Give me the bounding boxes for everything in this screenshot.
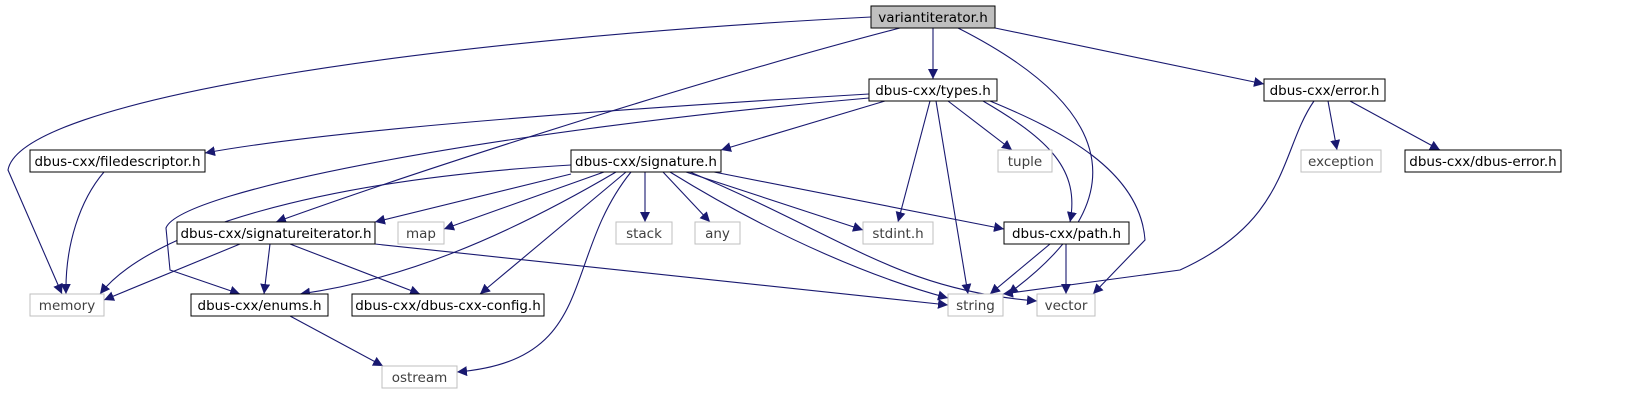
- edge-root-to-error: [994, 27, 1265, 87]
- node-label: dbus-cxx/enums.h: [198, 298, 322, 314]
- edges: [7, 16, 1441, 377]
- nodes: variantiterator.h dbus-cxx/types.h dbus-cx…: [29, 5, 1562, 389]
- node-label: tuple: [1008, 154, 1042, 170]
- node-label: string: [956, 298, 995, 314]
- edge-signature-to-map: [443, 171, 605, 231]
- node-enums[interactable]: dbus-cxx/enums.h: [190, 293, 329, 317]
- edge-signature-to-config: [479, 171, 627, 295]
- node-map: map: [397, 221, 445, 245]
- edge-signature-to-enums: [299, 171, 617, 298]
- edge-types-to-signature: [720, 100, 886, 152]
- node-box: [190, 293, 329, 317]
- node-config[interactable]: dbus-cxx/dbus-cxx-config.h: [351, 293, 545, 317]
- node-box: [29, 293, 105, 317]
- node-path[interactable]: dbus-cxx/path.h: [1003, 221, 1130, 245]
- edge-filedesc-to-memory: [60, 171, 105, 295]
- node-box: [381, 365, 458, 389]
- node-box: [397, 221, 445, 245]
- node-dbuserror[interactable]: dbus-cxx/dbus-error.h: [1404, 149, 1562, 173]
- edge-types-to-vector: [989, 100, 1146, 295]
- node-label: exception: [1308, 154, 1374, 170]
- node-box: [29, 149, 206, 173]
- edge-types-to-stdint: [895, 100, 931, 223]
- node-box: [570, 149, 722, 173]
- node-types[interactable]: dbus-cxx/types.h: [868, 78, 998, 102]
- node-box: [615, 221, 673, 245]
- node-label: ostream: [392, 370, 448, 386]
- node-box: [1036, 293, 1096, 317]
- node-box: [997, 149, 1053, 173]
- node-box: [947, 293, 1004, 317]
- edge-sigiter-to-config: [289, 243, 421, 296]
- node-box: [1404, 149, 1562, 173]
- node-box: [1300, 149, 1382, 173]
- edge-root-to-sigiter: [275, 27, 901, 224]
- node-tuple: tuple: [997, 149, 1053, 173]
- node-label: vector: [1045, 298, 1088, 314]
- edge-signature-to-sigiter: [374, 173, 572, 225]
- node-label: dbus-cxx/path.h: [1012, 226, 1121, 242]
- edge-error-to-dbuserror: [1349, 100, 1441, 151]
- node-stdint: stdint.h: [862, 221, 934, 245]
- edge-root-to-memory: [7, 16, 872, 295]
- node-box: [351, 293, 545, 317]
- node-signature[interactable]: dbus-cxx/signature.h: [570, 149, 722, 173]
- node-label: variantiterator.h: [878, 10, 988, 26]
- node-label: dbus-cxx/dbus-error.h: [1409, 154, 1556, 170]
- edge-signature-to-stdint: [685, 171, 864, 232]
- node-label: dbus-cxx/types.h: [875, 83, 991, 99]
- node-box: [868, 78, 998, 102]
- edge-error-to-exception: [1327, 100, 1341, 151]
- node-stack: stack: [615, 221, 673, 245]
- edge-enums-to-ostream: [289, 315, 384, 367]
- node-label: any: [705, 226, 730, 242]
- edge-signature-to-ostream: [456, 171, 632, 377]
- node-box: [694, 221, 741, 245]
- edge-signature-to-any: [662, 171, 711, 223]
- node-box: [862, 221, 934, 245]
- node-root[interactable]: variantiterator.h: [870, 5, 996, 29]
- edge-signature-to-path: [713, 171, 1005, 232]
- node-box: [1263, 78, 1386, 102]
- node-label: dbus-cxx/filedescriptor.h: [34, 154, 200, 170]
- node-label: memory: [39, 298, 95, 314]
- node-label: map: [406, 226, 436, 242]
- edge-sigiter-to-memory: [103, 243, 241, 301]
- node-string: string: [947, 293, 1004, 317]
- node-exception: exception: [1300, 149, 1382, 173]
- node-label: stdint.h: [872, 226, 923, 242]
- node-memory: memory: [29, 293, 105, 317]
- node-label: dbus-cxx/signature.h: [575, 154, 717, 170]
- edge-sigiter-to-enums: [260, 243, 271, 295]
- node-label: stack: [626, 226, 662, 242]
- edge-types-to-filedesc: [204, 93, 870, 157]
- node-label: dbus-cxx/dbus-cxx-config.h: [355, 298, 541, 314]
- node-sigiter[interactable]: dbus-cxx/signatureiterator.h: [176, 221, 376, 245]
- edge-types-to-tuple: [947, 100, 1013, 151]
- edge-signature-to-string: [669, 171, 949, 301]
- node-box: [176, 221, 376, 245]
- node-ostream: ostream: [381, 365, 458, 389]
- edge-types-to-path: [982, 100, 1077, 223]
- node-label: dbus-cxx/signatureiterator.h: [180, 226, 371, 242]
- node-filedesc[interactable]: dbus-cxx/filedescriptor.h: [29, 149, 206, 173]
- node-error[interactable]: dbus-cxx/error.h: [1263, 78, 1386, 102]
- edge-root-to-string: [957, 27, 1094, 295]
- node-box: [1003, 221, 1130, 245]
- edge-signature-to-memory: [99, 164, 572, 295]
- edge-sigiter-to-string: [374, 243, 949, 309]
- node-box: [870, 5, 996, 29]
- edge-error-to-string: [1002, 100, 1315, 298]
- node-any: any: [694, 221, 741, 245]
- node-label: dbus-cxx/error.h: [1270, 83, 1380, 99]
- node-vector: vector: [1036, 293, 1096, 317]
- edge-path-to-string: [989, 243, 1051, 295]
- edge-types-to-enums: [165, 97, 870, 296]
- edge-types-to-string: [935, 100, 972, 295]
